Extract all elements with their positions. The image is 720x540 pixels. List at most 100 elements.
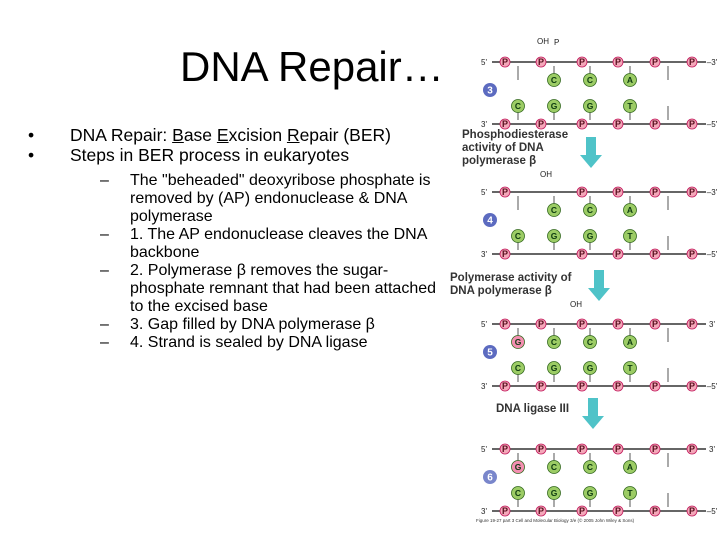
phosphate	[535, 380, 547, 392]
phosphate	[535, 118, 547, 130]
bullet-dot: •	[28, 125, 35, 145]
base-letter: G	[551, 363, 558, 373]
strand-end-right-top: –3'	[707, 58, 718, 67]
phosphate-label: P	[502, 57, 508, 67]
sub-bullet-dash: –	[100, 226, 109, 243]
phosphate	[649, 248, 661, 260]
step-badge-4	[483, 213, 497, 227]
phosphate-label: P	[615, 119, 621, 129]
base-bottom	[623, 486, 637, 500]
phosphate	[649, 186, 661, 198]
base-top	[511, 335, 525, 349]
phosphate	[686, 443, 698, 455]
phosphate-label: P	[538, 57, 544, 67]
base-letter: G	[587, 363, 594, 373]
base-letter: G	[587, 488, 594, 498]
phosphate	[649, 318, 661, 330]
base-bottom	[583, 229, 597, 243]
sub-bullet-dash: –	[100, 262, 109, 279]
base-letter: A	[627, 75, 633, 85]
phosphate-label: P	[615, 506, 621, 516]
strand-end-left-bottom: 3'	[481, 250, 487, 259]
phosphate	[576, 118, 588, 130]
sub-bullet-beheaded: – The "beheaded" deoxyribose phosphate i…	[28, 172, 448, 226]
phosphate-label: P	[689, 444, 695, 454]
base-bottom	[583, 361, 597, 375]
strand-end-right-bottom: –5'	[707, 507, 718, 516]
bullet-text-part: Steps in BER process in eukaryotes	[70, 145, 350, 165]
phosphate-label: P	[689, 57, 695, 67]
base-bottom	[547, 99, 561, 113]
label-polymerase-beta: polymerase β	[462, 155, 536, 167]
step-badge-6	[483, 470, 497, 484]
phosphate	[686, 505, 698, 517]
label-activity-of-dna: activity of DNA	[462, 142, 544, 154]
phosphate-label: P	[652, 187, 658, 197]
phosphate	[686, 118, 698, 130]
base-bottom	[511, 361, 525, 375]
base-bottom	[511, 99, 525, 113]
underlined-initial: B	[172, 125, 184, 145]
phosphate-label: P	[652, 249, 658, 259]
base-letter: G	[515, 462, 522, 472]
phosphate	[499, 248, 511, 260]
phosphate	[535, 505, 547, 517]
phosphate-label: P	[579, 57, 585, 67]
phosphate-label: P	[615, 187, 621, 197]
phosphate-label: P	[689, 381, 695, 391]
strand-end-left-top: 5'	[481, 320, 487, 329]
oh-label: OH	[540, 170, 552, 179]
figure-credit: Figure 19-27 part 3 Cell and Molecular B…	[476, 517, 635, 523]
phosphate-label: P	[579, 187, 585, 197]
phosphate	[576, 248, 588, 260]
sub-bullet-step-2: – 2. Polymerase β removes the sugar-phos…	[28, 262, 448, 316]
phosphate-label: P	[579, 119, 585, 129]
sub-bullet-text: 2. Polymerase β removes the sugar-phosph…	[130, 262, 437, 315]
down-arrow	[580, 137, 602, 168]
phosphate	[535, 56, 547, 68]
phosphate-label: P	[615, 249, 621, 259]
base-top	[583, 335, 597, 349]
phosphate	[612, 248, 624, 260]
phosphate	[576, 318, 588, 330]
bullet-text-part: DNA Repair:	[70, 125, 173, 145]
base-bottom	[547, 361, 561, 375]
oh-label: OH	[570, 300, 582, 309]
phosphate-label: P	[615, 57, 621, 67]
base-letter: C	[515, 363, 521, 373]
bullet-text-part: xcision	[228, 125, 287, 145]
phosphate-label: P	[689, 187, 695, 197]
sub-bullet-dash: –	[100, 334, 109, 351]
strand-end-left-top: 5'	[481, 188, 487, 197]
phosphate	[576, 380, 588, 392]
base-bottom	[623, 99, 637, 113]
base-top	[547, 73, 561, 87]
phosphate	[612, 186, 624, 198]
strand-end-left-bottom: 3'	[481, 382, 487, 391]
phosphate	[499, 380, 511, 392]
phosphate	[612, 318, 624, 330]
phosphate-label: P	[502, 187, 508, 197]
base-bottom	[511, 486, 525, 500]
phosphate	[612, 505, 624, 517]
phosphate-label: P	[652, 119, 658, 129]
phosphate	[576, 443, 588, 455]
base-letter: G	[515, 337, 522, 347]
phosphate	[686, 186, 698, 198]
base-letter: G	[551, 488, 558, 498]
base-bottom	[623, 229, 637, 243]
phosphate	[535, 318, 547, 330]
base-letter: C	[515, 488, 521, 498]
step-badge-3	[483, 83, 497, 97]
phosphate	[499, 318, 511, 330]
phosphate	[686, 56, 698, 68]
phosphate-label: P	[689, 319, 695, 329]
bullet-steps-in-ber: • Steps in BER process in eukaryotes	[28, 146, 448, 164]
phosphate-label: P	[502, 381, 508, 391]
phosphate	[576, 505, 588, 517]
phosphate	[686, 380, 698, 392]
phosphate	[612, 56, 624, 68]
strand-end-right-bottom: –5'	[707, 120, 718, 129]
base-top	[623, 460, 637, 474]
